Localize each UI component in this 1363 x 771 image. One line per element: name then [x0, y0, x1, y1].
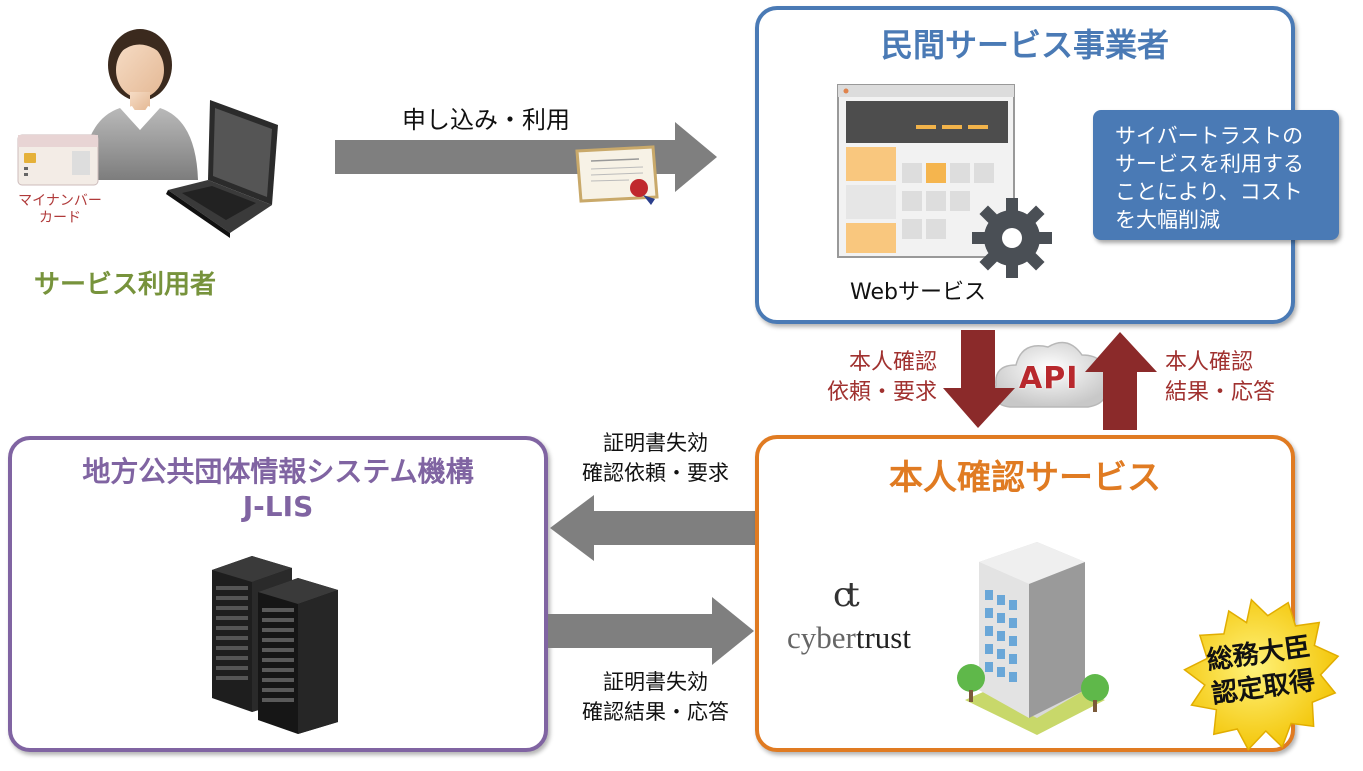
- revocation-request-line2: 確認依頼・要求: [582, 461, 729, 485]
- api-response-label: 本人確認 結果・応答: [1165, 348, 1275, 408]
- cost-reduction-callout: サイバートラストの サービスを利用する ことにより、コスト を大幅削減: [1093, 110, 1339, 240]
- identity-service-title: 本人確認サービス: [889, 458, 1161, 498]
- revocation-response-arrow: [548, 597, 754, 665]
- revocation-request-arrow: [550, 495, 756, 561]
- private-provider-title: 民間サービス事業者: [880, 26, 1169, 64]
- office-building-icon: [957, 542, 1109, 735]
- callout-line-4: を大幅削減: [1115, 208, 1220, 232]
- api-response-label-line2: 結果・応答: [1165, 380, 1276, 405]
- api-request-arrow: [943, 330, 1015, 428]
- logo-trust: trust: [855, 620, 911, 655]
- certification-badge-icon: [1183, 598, 1340, 751]
- laptop-icon: [166, 100, 278, 238]
- person-icon: [82, 29, 198, 180]
- revocation-response-label: 証明書失効 確認結果・応答: [553, 667, 758, 727]
- logo-cyber: cyber: [787, 620, 856, 655]
- api-request-label: 本人確認 依頼・要求: [812, 348, 937, 408]
- web-browser-icon: [837, 84, 1015, 258]
- service-user-title: サービス利用者: [34, 270, 217, 300]
- jlis-title-line1: 地方公共団体情報システム機構: [82, 455, 474, 488]
- card-label-line1: マイナンバー: [18, 193, 102, 209]
- api-request-label-line1: 本人確認: [848, 350, 937, 375]
- revocation-request-line1: 証明書失効: [603, 431, 708, 455]
- callout-line-2: サービスを利用する: [1115, 152, 1304, 176]
- card-label-line2: カード: [39, 210, 81, 226]
- certificate-icon: [575, 145, 659, 205]
- apply-label: 申し込み・利用: [402, 106, 570, 134]
- callout-line-1: サイバートラストの: [1115, 124, 1304, 148]
- callout-line-3: ことにより、コスト: [1115, 180, 1303, 204]
- card-label: マイナンバー カード: [5, 193, 115, 227]
- apply-arrow: [335, 122, 717, 192]
- cybertrust-logo-mark: ct: [833, 575, 860, 615]
- api-request-label-line2: 依頼・要求: [826, 380, 937, 405]
- api-label: API: [1019, 361, 1079, 396]
- api-response-arrow: [1085, 332, 1157, 430]
- my-number-card-icon: [17, 134, 99, 186]
- gear-icon: [972, 198, 1052, 278]
- jlis-title-line2: J-LIS: [242, 490, 314, 523]
- web-service-label: Webサービス: [850, 280, 986, 305]
- cybertrust-logo-text: cybertrust: [787, 620, 911, 656]
- revocation-response-line2: 確認結果・応答: [582, 700, 729, 724]
- revocation-request-label: 証明書失効 確認依頼・要求: [553, 428, 758, 488]
- revocation-response-line1: 証明書失効: [603, 670, 708, 694]
- api-response-label-line1: 本人確認: [1165, 350, 1254, 375]
- server-rack-icon: [212, 556, 338, 734]
